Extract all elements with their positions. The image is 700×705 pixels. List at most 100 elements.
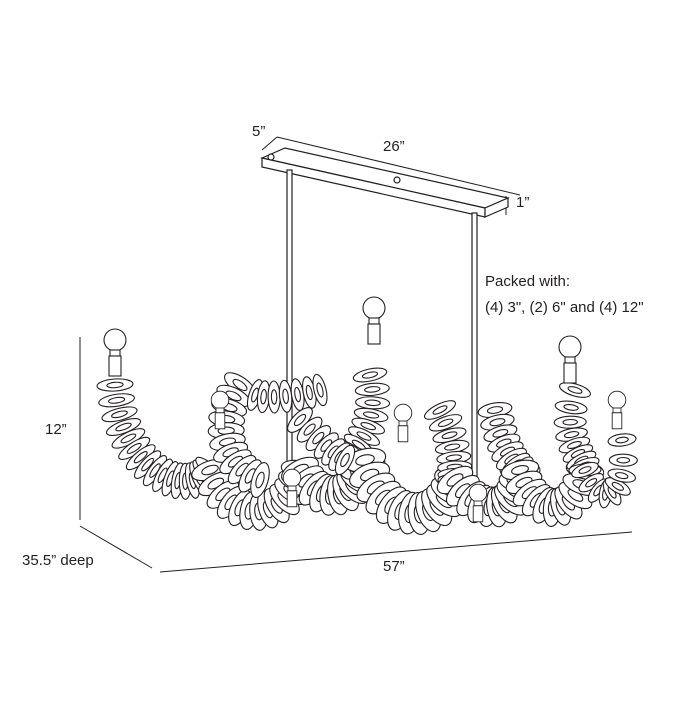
disc-hole [445,454,462,462]
bulb-globe [468,483,488,503]
fixture-height-label: 12” [45,421,67,438]
coil-disc [312,373,328,407]
disc-outer [96,378,134,392]
bulb-neck [368,317,380,325]
bulb-globe [103,328,127,352]
disc-hole [282,388,289,405]
suspension-rod-left [286,169,293,481]
disc-hole [578,466,592,474]
coil-disc [101,406,138,423]
disc-hole [364,399,381,407]
disc-hole [363,411,380,419]
disc-hole [120,433,137,444]
disc-outer [267,380,281,414]
coil-disc [355,396,391,410]
canopy-depth-label: 5” [252,123,266,140]
bulb-socket [286,490,298,508]
disc-outer [607,468,636,483]
bulb-neck [612,407,622,414]
coil-disc [250,462,270,498]
disc-outer [571,461,599,479]
disc-outer [250,462,270,498]
bulb-neck [473,500,483,507]
disc-hole [361,371,379,379]
light-bulb [607,390,627,430]
coil-disc [608,453,638,467]
light-bulb [393,403,413,443]
canopy-length-label: 26” [383,138,405,155]
packing-note-line1: Packed with: [485,273,571,290]
disc-hole [108,396,126,404]
coil-disc [571,461,599,479]
coil-disc [553,415,587,429]
coil-disc [604,477,631,496]
disc-outer [334,444,356,476]
disc-hole [563,403,579,411]
light-bulb [103,328,127,377]
ceiling-canopy [260,147,510,218]
bulb-socket [108,355,122,377]
disc-outer [553,415,587,429]
disc-hole [305,384,313,401]
dimension-lines [79,136,633,573]
disc-hole [616,456,631,464]
bulb-globe [607,390,627,410]
disc-hole [437,418,454,428]
canopy-screw [393,176,401,184]
bulb-globe [558,335,582,359]
coil-disc [477,401,513,419]
canopy-top-face [260,147,510,209]
disc-hole [360,422,377,431]
overall-length-dimension-line [159,531,633,573]
disc-outer [607,433,637,447]
disc-hole [106,381,124,389]
disc-hole [489,418,506,427]
bulb-socket [611,412,623,430]
disc-hole [111,410,128,419]
disc-outer [608,453,638,467]
disc-outer [354,382,390,397]
bulb-neck [287,485,297,492]
canopy-height-label: 1” [516,194,530,211]
light-bulb [282,468,302,508]
disc-hole [441,431,458,440]
canopy-depth-dimension-line [261,136,278,151]
disc-hole [486,406,504,414]
disc-hole [611,481,624,491]
overall-depth-dimension-line [79,525,153,569]
disc-outer [312,373,328,407]
coil-disc [354,382,390,397]
coil-disc [554,400,588,415]
coil-disc [96,378,134,392]
disc-hole [562,418,578,426]
bulb-globe [362,296,386,320]
bulb-globe [210,390,230,410]
disc-hole [260,388,267,405]
disc-outer [352,367,388,383]
disc-outer [428,414,463,432]
bulb-neck [109,349,121,357]
disc-hole [133,451,148,464]
coil-disc [98,393,135,408]
coil-disc [559,382,591,398]
bulb-globe [393,403,413,423]
disc-hole [432,405,448,415]
disc-hole [225,390,242,402]
bulb-neck [215,407,225,414]
disc-hole [364,386,381,393]
bulb-neck [564,356,576,364]
disc-hole [115,422,132,432]
coil-disc [423,400,457,420]
disc-hole [563,431,580,439]
bulb-socket [367,323,381,345]
coil-disc [607,468,636,483]
disc-hole [303,423,316,436]
disc-hole [293,413,307,427]
canopy-length-dimension-line [276,136,521,196]
disc-hole [201,464,219,476]
disc-hole [615,436,629,444]
packing-note-line2: (4) 3", (2) 6" and (4) 12" [485,299,644,316]
disc-hole [614,472,629,480]
disc-outer [423,400,457,420]
